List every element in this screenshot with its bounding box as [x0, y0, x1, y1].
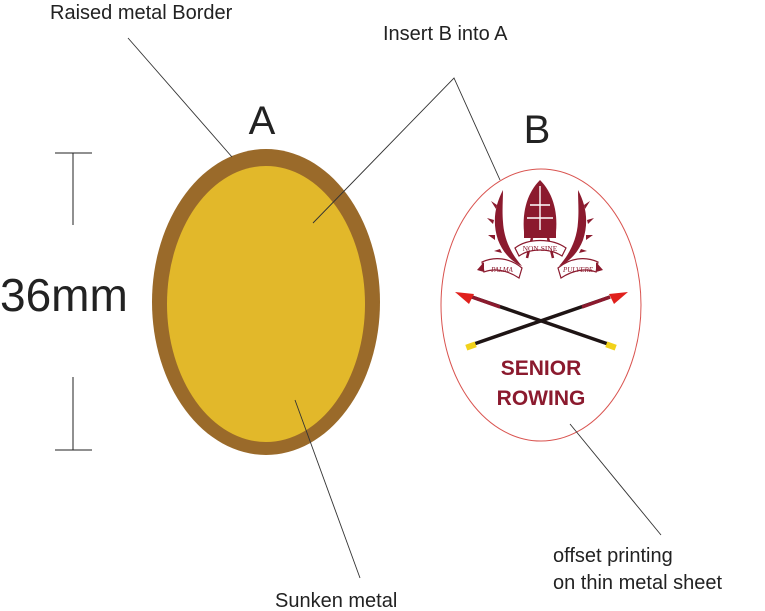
label-insert: Insert B into A	[383, 23, 508, 45]
laurel-left	[487, 190, 522, 266]
crossed-oars-icon	[455, 292, 628, 351]
label-sunken: Sunken metal	[275, 590, 397, 611]
part-b-letter: B	[524, 108, 551, 152]
dimension-label: 36mm	[0, 269, 128, 321]
part-a-letter: A	[249, 99, 276, 143]
leader-insert	[312, 77, 501, 224]
leader-lines	[127, 37, 662, 579]
motto-top: NON SINE	[523, 244, 558, 253]
badge-line-senior: SENIOR	[501, 357, 582, 380]
leader-sunken	[294, 399, 361, 579]
crest-emblem: NON SINE PALMA PULVERE	[477, 180, 603, 279]
part-b-insert: NON SINE PALMA PULVERE SENIOR ROWING	[440, 168, 642, 442]
sunken-metal-ellipse	[167, 166, 365, 442]
leader-raised-border	[127, 37, 233, 158]
motto-ribbon: NON SINE PALMA PULVERE	[477, 239, 603, 279]
dimension-marker	[55, 152, 92, 451]
leader-offset	[569, 423, 662, 536]
badge-line-rowing: ROWING	[497, 387, 586, 410]
laurel-right	[559, 190, 594, 266]
label-offset-line2: on thin metal sheet	[553, 572, 722, 594]
oar-handle-bottom-right	[605, 341, 617, 351]
oar-blade-top-right	[609, 292, 628, 304]
label-offset-line1: offset printing	[553, 545, 673, 567]
label-raised-border: Raised metal Border	[50, 2, 233, 24]
oar-blade-top-left	[455, 292, 474, 304]
part-a-medal	[152, 149, 380, 455]
oar-handle-bottom-left	[465, 341, 477, 351]
motto-right: PULVERE	[562, 266, 594, 274]
motto-left: PALMA	[490, 266, 513, 274]
